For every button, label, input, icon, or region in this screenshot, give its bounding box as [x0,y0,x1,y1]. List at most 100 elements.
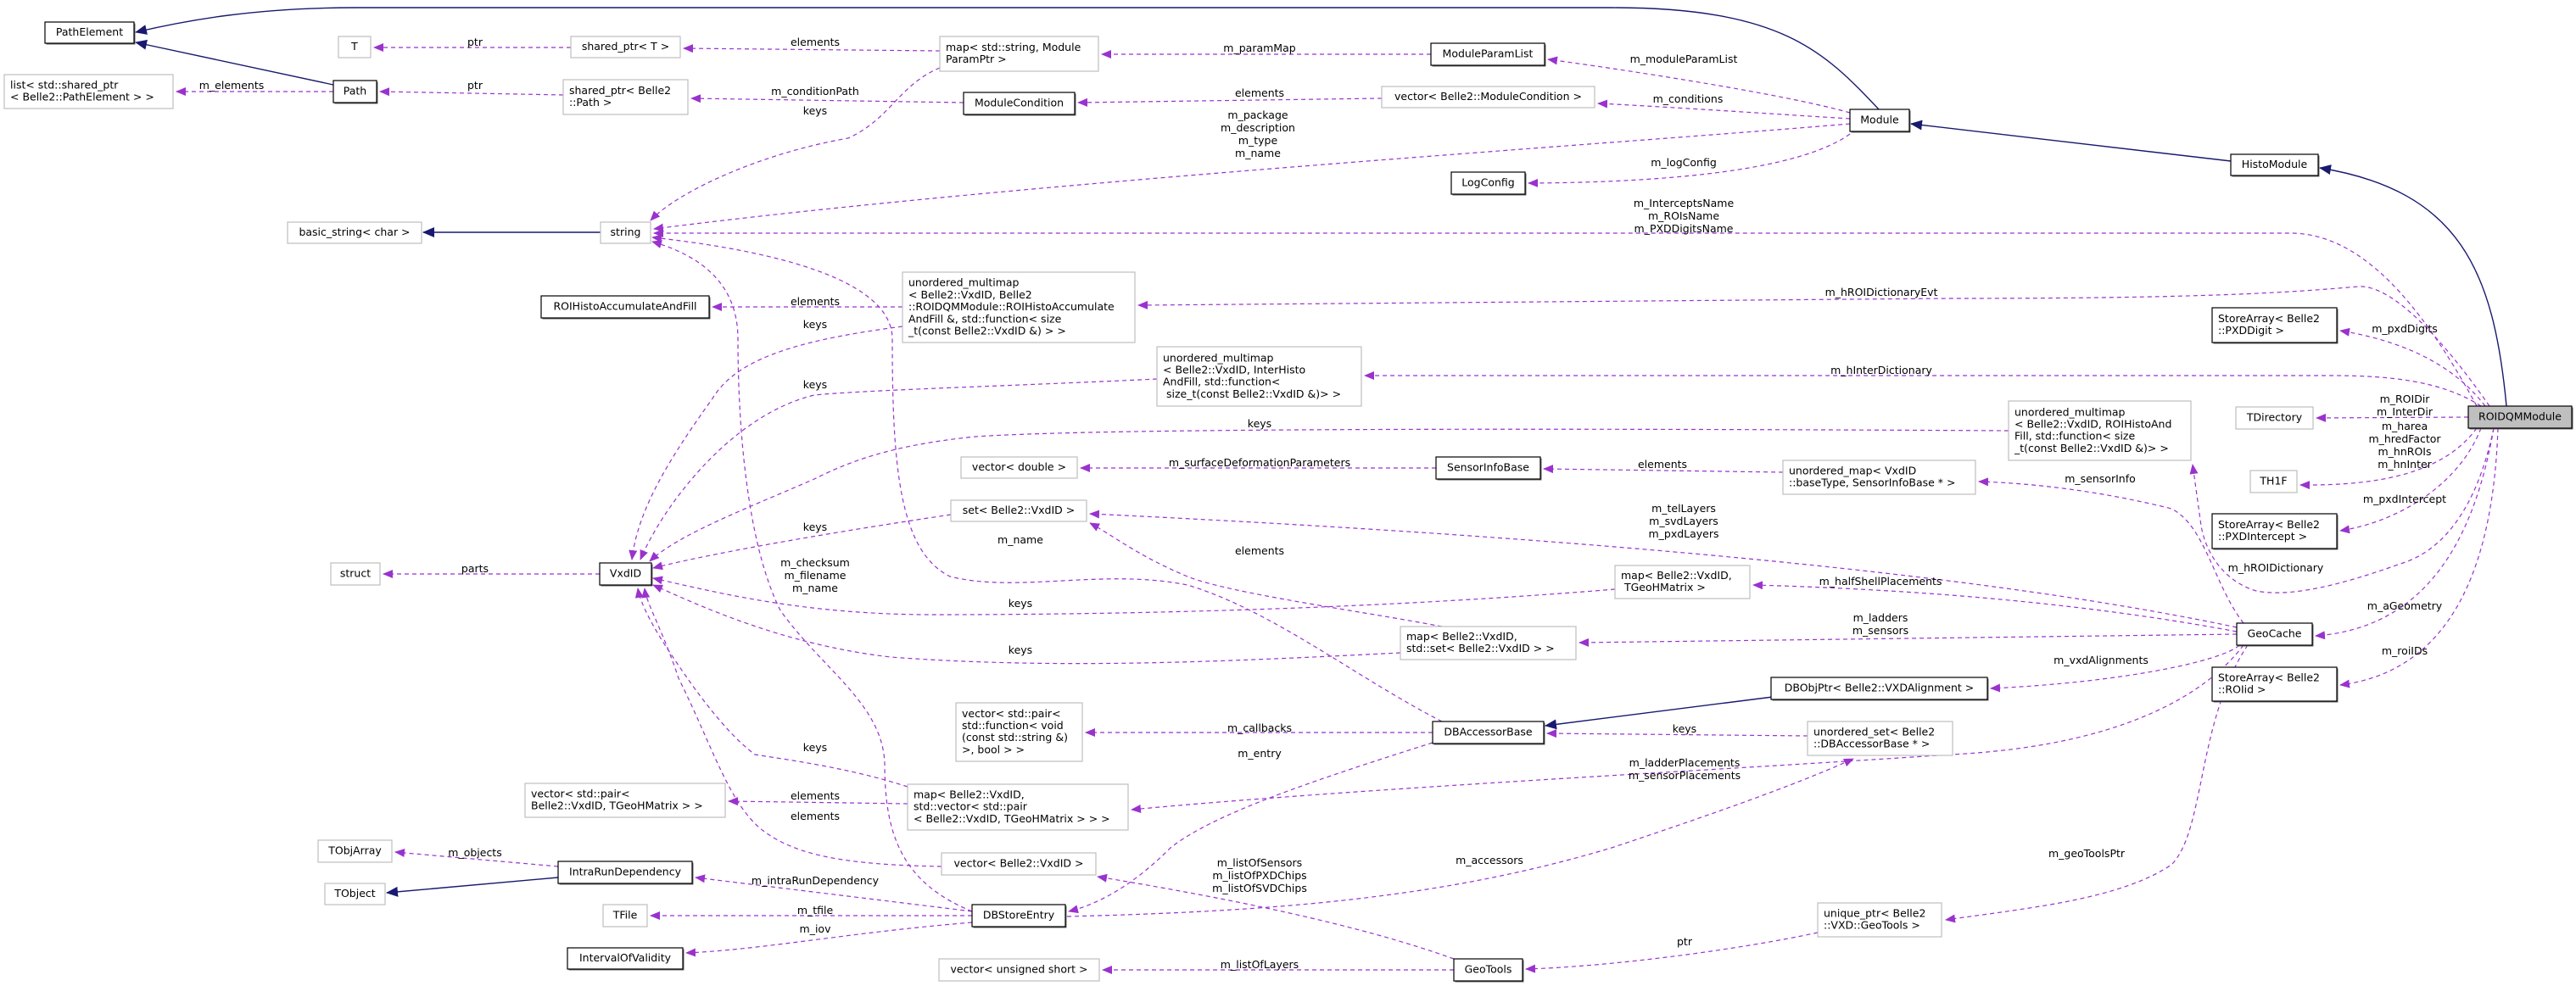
node-map-vxdid-vector-pair[interactable]: map< Belle2::VxdID,std::vector< std::pai… [907,783,1129,831]
edge-line [1068,742,1433,914]
node-path-element[interactable]: PathElement [44,21,136,45]
node-unordered-set-dbaccessor[interactable]: unordered_set< Belle2::DBAccessorBase * … [1807,721,1953,756]
node-label-line: TObjArray [327,844,382,857]
node-struct[interactable]: struct [330,562,381,586]
node-umm-inter-histo[interactable]: unordered_multimap< Belle2::VxdID, Inter… [1156,346,1362,407]
edge-label-line: m_conditions [1653,92,1724,105]
node-label-line: StoreArray< Belle2 [2218,671,2320,684]
node-module-condition[interactable]: ModuleCondition [963,92,1076,116]
edge-label-line: m_intraRunDependency [752,874,880,887]
node-roi-histo-acc[interactable]: ROIHistoAccumulateAndFill [540,295,711,320]
node-label-line: map< Belle2::VxdID, [1406,630,1517,643]
node-label: StoreArray< Belle2::PXDDigit > [2218,312,2320,337]
edge-label-line: m_ladders [1853,611,1908,624]
node-umm-roi-histo-acc[interactable]: unordered_multimap< Belle2::VxdID, Belle… [902,271,1136,343]
node-label: Path [344,85,366,97]
node-box [902,271,1136,343]
node-histo-module[interactable]: HistoModule [2230,153,2320,177]
node-vector-unsigned-short[interactable]: vector< unsigned short > [938,958,1100,982]
node-dbaccessor-base[interactable]: DBAccessorBase [1432,721,1545,745]
node-basic-string[interactable]: basic_string< char > [287,221,422,244]
edge-label: m_sensorInfo [2065,472,2136,485]
node-label-line: IntraRunDependency [569,866,682,878]
node-label-line: AndFill, std::function< [1163,376,1280,388]
edge-label: m_elements [199,79,264,92]
node-label-line: ::DBAccessorBase * > [1813,738,1930,750]
edge-label-line: m_package [1227,109,1288,121]
node-storearray-pxdintercept[interactable]: StoreArray< Belle2::PXDIntercept > [2211,513,2339,550]
edge-label-line: m_hnInter [2378,458,2432,471]
edge-line [634,588,908,788]
node-label: set< Belle2::VxdID > [963,504,1075,516]
node-label-line: unordered_map< VxdID [1789,465,1916,477]
usage-edge: parts [383,562,600,578]
node-box [2467,405,2573,429]
edge-label: m_halfShellPlacements [1819,575,1942,588]
node-intra-run-dependency[interactable]: IntraRunDependency [557,861,694,885]
node-map-vxdid-tgeo[interactable]: map< Belle2::VxdID, TGeoHMatrix > [1614,565,1751,599]
node-list-shared-ptr[interactable]: list< std::shared_ptr< Belle2::PathEleme… [3,74,174,109]
edge-label-line: keys [803,318,827,331]
node-umm-roi-histo-and-fill[interactable]: unordered_multimap< Belle2::VxdID, ROIHi… [2008,400,2192,461]
node-label-line: ROIHistoAccumulateAndFill [553,300,696,313]
node-roidqm-module[interactable]: ROIDQMModule [2467,405,2573,430]
node-module[interactable]: Module [1849,109,1911,133]
node-label: VxdID [610,567,641,580]
node-label: TObjArray [327,844,382,857]
node-vector-pair-vxdid-tgeo[interactable]: vector< std::pair<Belle2::VxdID, TGeoHMa… [524,783,726,818]
edge-label-line: m_conditionPath [771,85,859,97]
edge-label-line: m_callbacks [1227,721,1292,734]
node-vector-double[interactable]: vector< double > [960,456,1078,479]
node-set-vxdid[interactable]: set< Belle2::VxdID > [950,499,1087,522]
edge-label-line: m_accessors [1456,854,1523,866]
node-label-line: std::function< void [962,719,1064,732]
edge-line [1546,729,1808,738]
node-string[interactable]: string [600,221,651,244]
node-dbstore-entry[interactable]: DBStoreEntry [971,904,1067,928]
edge-label: elements [1235,86,1284,99]
node-vector-vxdid[interactable]: vector< Belle2::VxdID > [941,852,1097,876]
edge-label: m_pxdDigits [2372,322,2438,335]
node-label-line: SensorInfoBase [1447,461,1529,474]
node-vxdid[interactable]: VxdID [599,562,653,587]
edge-line [683,44,941,53]
node-shared-ptr-path[interactable]: shared_ptr< Belle2::Path > [562,79,689,115]
edge-label-line: m_geoToolsPtr [2048,847,2126,860]
node-storearray-pxddigit[interactable]: StoreArray< Belle2::PXDDigit > [2211,307,2339,344]
node-vector-pair-function[interactable]: vector< std::pair<std::function< void(co… [955,702,1083,762]
node-geotools[interactable]: GeoTools [1453,958,1524,983]
node-tobject[interactable]: TObject [324,883,386,905]
node-tfile[interactable]: TFile [602,904,648,928]
node-storearray-roiid[interactable]: StoreArray< Belle2::ROIid > [2211,666,2339,703]
node-label-line: unordered_multimap [2014,405,2126,418]
node-interval-of-validity[interactable]: IntervalOfValidity [567,947,685,971]
node-geocache[interactable]: GeoCache [2236,622,2314,647]
node-log-config[interactable]: LogConfig [1450,171,1527,196]
node-map-vxdid-set[interactable]: map< Belle2::VxdID,std::set< Belle2::Vxd… [1400,626,1577,660]
edge-line [651,240,973,912]
node-dbobjptr[interactable]: DBObjPtr< Belle2::VXDAlignment > [1770,677,1989,701]
edge-line [1547,56,1851,114]
node-path[interactable]: Path [332,80,378,104]
edge-label: keys [803,104,827,117]
node-unordered-map-sensor[interactable]: unordered_map< VxdID::baseType, SensorIn… [1782,460,1976,495]
node-unique-ptr-geotools[interactable]: unique_ptr< Belle2::VXD::GeoTools > [1817,902,1942,938]
node-box [1430,42,1545,66]
edge-label: keys [1673,722,1696,735]
edge-label-line: keys [803,741,827,754]
node-box [955,702,1083,762]
edge-label: m_callbacks [1227,721,1292,734]
node-t[interactable]: T [338,36,372,58]
edge-label-line: m_name [792,582,838,594]
node-sensor-info-base[interactable]: SensorInfoBase [1435,456,1542,481]
edge-label-line: m_ROIDir [2380,393,2431,405]
node-shared-ptr-t[interactable]: shared_ptr< T > [570,36,681,58]
node-module-param-list[interactable]: ModuleParamList [1430,42,1546,67]
node-tobjarray[interactable]: TObjArray [317,839,393,863]
node-tdirectory[interactable]: TDirectory [2235,406,2314,430]
edge-label-line: m_moduleParamList [1630,53,1738,65]
node-th1f[interactable]: TH1F [2249,470,2298,493]
node-vector-module-condition[interactable]: vector< Belle2::ModuleCondition > [1381,86,1595,109]
